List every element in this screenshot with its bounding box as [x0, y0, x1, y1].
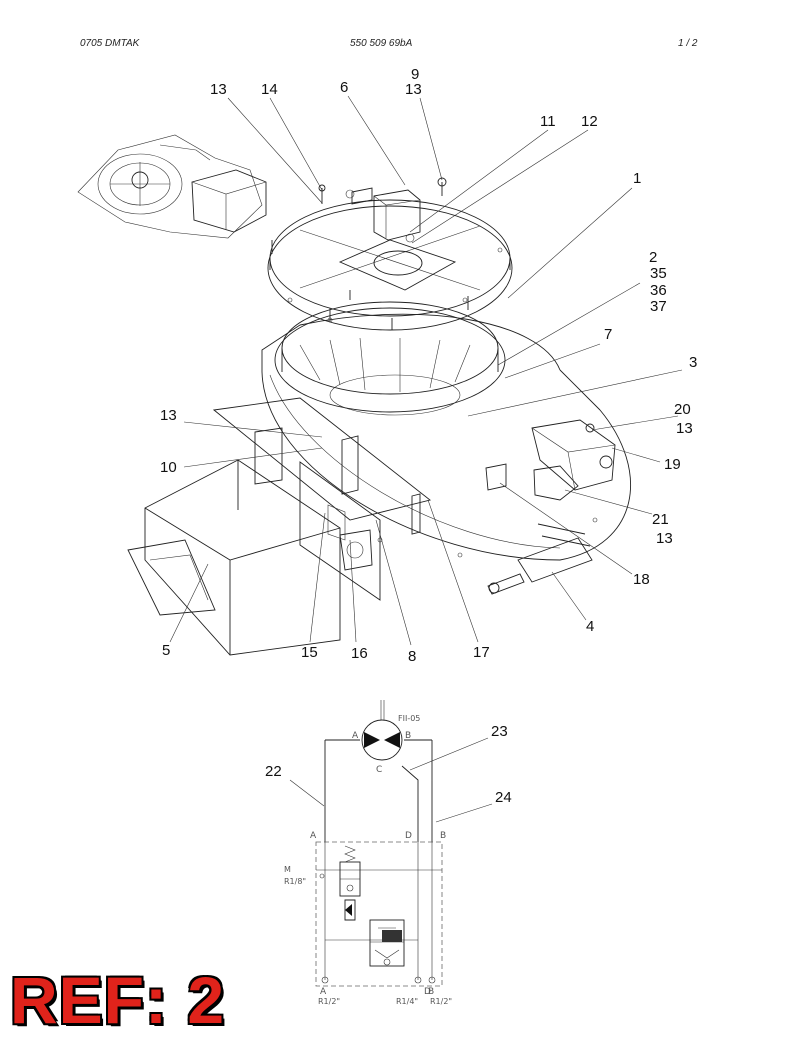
port-m-label: M: [284, 865, 291, 874]
limit-switch: [339, 529, 373, 571]
hydraulic-schematic: FII-05 A B C A D B M R1/8" A D B R1/2" R: [265, 700, 512, 1006]
callout-10: 10: [160, 459, 177, 476]
header-page-number: 1 / 2: [678, 38, 698, 49]
callout-13-c: 13: [160, 407, 177, 424]
thread-a: R1/2": [318, 997, 340, 1006]
callout-37: 37: [650, 298, 667, 315]
motor-arrow-right-icon: [384, 732, 400, 748]
callout-6: 6: [340, 79, 348, 96]
callout-23: 23: [491, 723, 508, 740]
bottom-port-d: D: [424, 987, 431, 997]
reference-stamp: REF: 2: [10, 963, 226, 1037]
callout-24: 24: [495, 789, 512, 806]
callout-8: 8: [408, 648, 416, 665]
callout-14: 14: [261, 81, 278, 98]
callout-9: 9: [411, 66, 419, 83]
overview-thumbnail: [77, 134, 267, 239]
callout-4: 4: [586, 618, 594, 635]
relief-valve-symbol: [369, 919, 405, 967]
motor-port-c: C: [376, 765, 382, 775]
callout-1: 1: [633, 170, 641, 187]
callout-labels: 13 14 6 9 13 11 12 1 2 35 36 37 7 3 13 2…: [160, 66, 697, 665]
callout-16: 16: [351, 645, 368, 662]
callout-18: 18: [633, 571, 650, 588]
header-part-number: 550 509 69bA: [350, 38, 413, 49]
callout-36: 36: [650, 282, 667, 299]
callout-20: 20: [674, 401, 691, 418]
callout-13-b: 13: [405, 81, 422, 98]
callout-13-d: 13: [676, 420, 693, 437]
leader-lines: [169, 95, 683, 646]
callout-22: 22: [265, 763, 282, 780]
manifold-port-d: D: [405, 831, 412, 841]
motor-port-b: B: [405, 731, 411, 741]
thread-d: R1/4": [396, 997, 418, 1006]
callout-12: 12: [581, 113, 598, 130]
bottom-port-a: A: [320, 987, 327, 997]
callout-21: 21: [652, 511, 669, 528]
callout-15: 15: [301, 644, 318, 661]
valve-manifold-outline: [315, 841, 443, 987]
top-disc: [267, 199, 513, 331]
motor-port-a: A: [352, 731, 359, 741]
motor-arrow-left-icon: [364, 732, 380, 748]
gate-plate: [299, 461, 381, 601]
callout-2: 2: [649, 249, 657, 266]
header-doc-code: 0705 DMTAK: [80, 38, 140, 49]
port-m-thread: R1/8": [284, 877, 306, 886]
callout-11: 11: [540, 113, 556, 130]
hydraulic-motor: [345, 187, 421, 243]
callout-5: 5: [162, 642, 170, 659]
motor-tag: FII-05: [398, 714, 420, 723]
manifold-port-b: B: [440, 831, 446, 841]
bolts: [271, 177, 469, 330]
callout-7: 7: [604, 326, 612, 343]
chute-housing: [127, 459, 341, 656]
manifold-port-a: A: [310, 831, 317, 841]
valve-block: [485, 419, 616, 501]
thread-b: R1/2": [430, 997, 452, 1006]
callout-13-e: 13: [656, 530, 673, 547]
hydraulic-motor-symbol: [361, 719, 403, 761]
bottom-port-b: B: [428, 987, 434, 997]
callout-35: 35: [650, 265, 667, 282]
mounting-frame: [212, 397, 432, 535]
callout-13-a: 13: [210, 81, 227, 98]
hydraulic-cylinder: [487, 523, 593, 595]
base-plate: [261, 313, 631, 561]
callout-17: 17: [473, 644, 490, 661]
callout-19: 19: [664, 456, 681, 473]
lower-impeller: [274, 301, 506, 416]
callout-3: 3: [689, 354, 697, 371]
